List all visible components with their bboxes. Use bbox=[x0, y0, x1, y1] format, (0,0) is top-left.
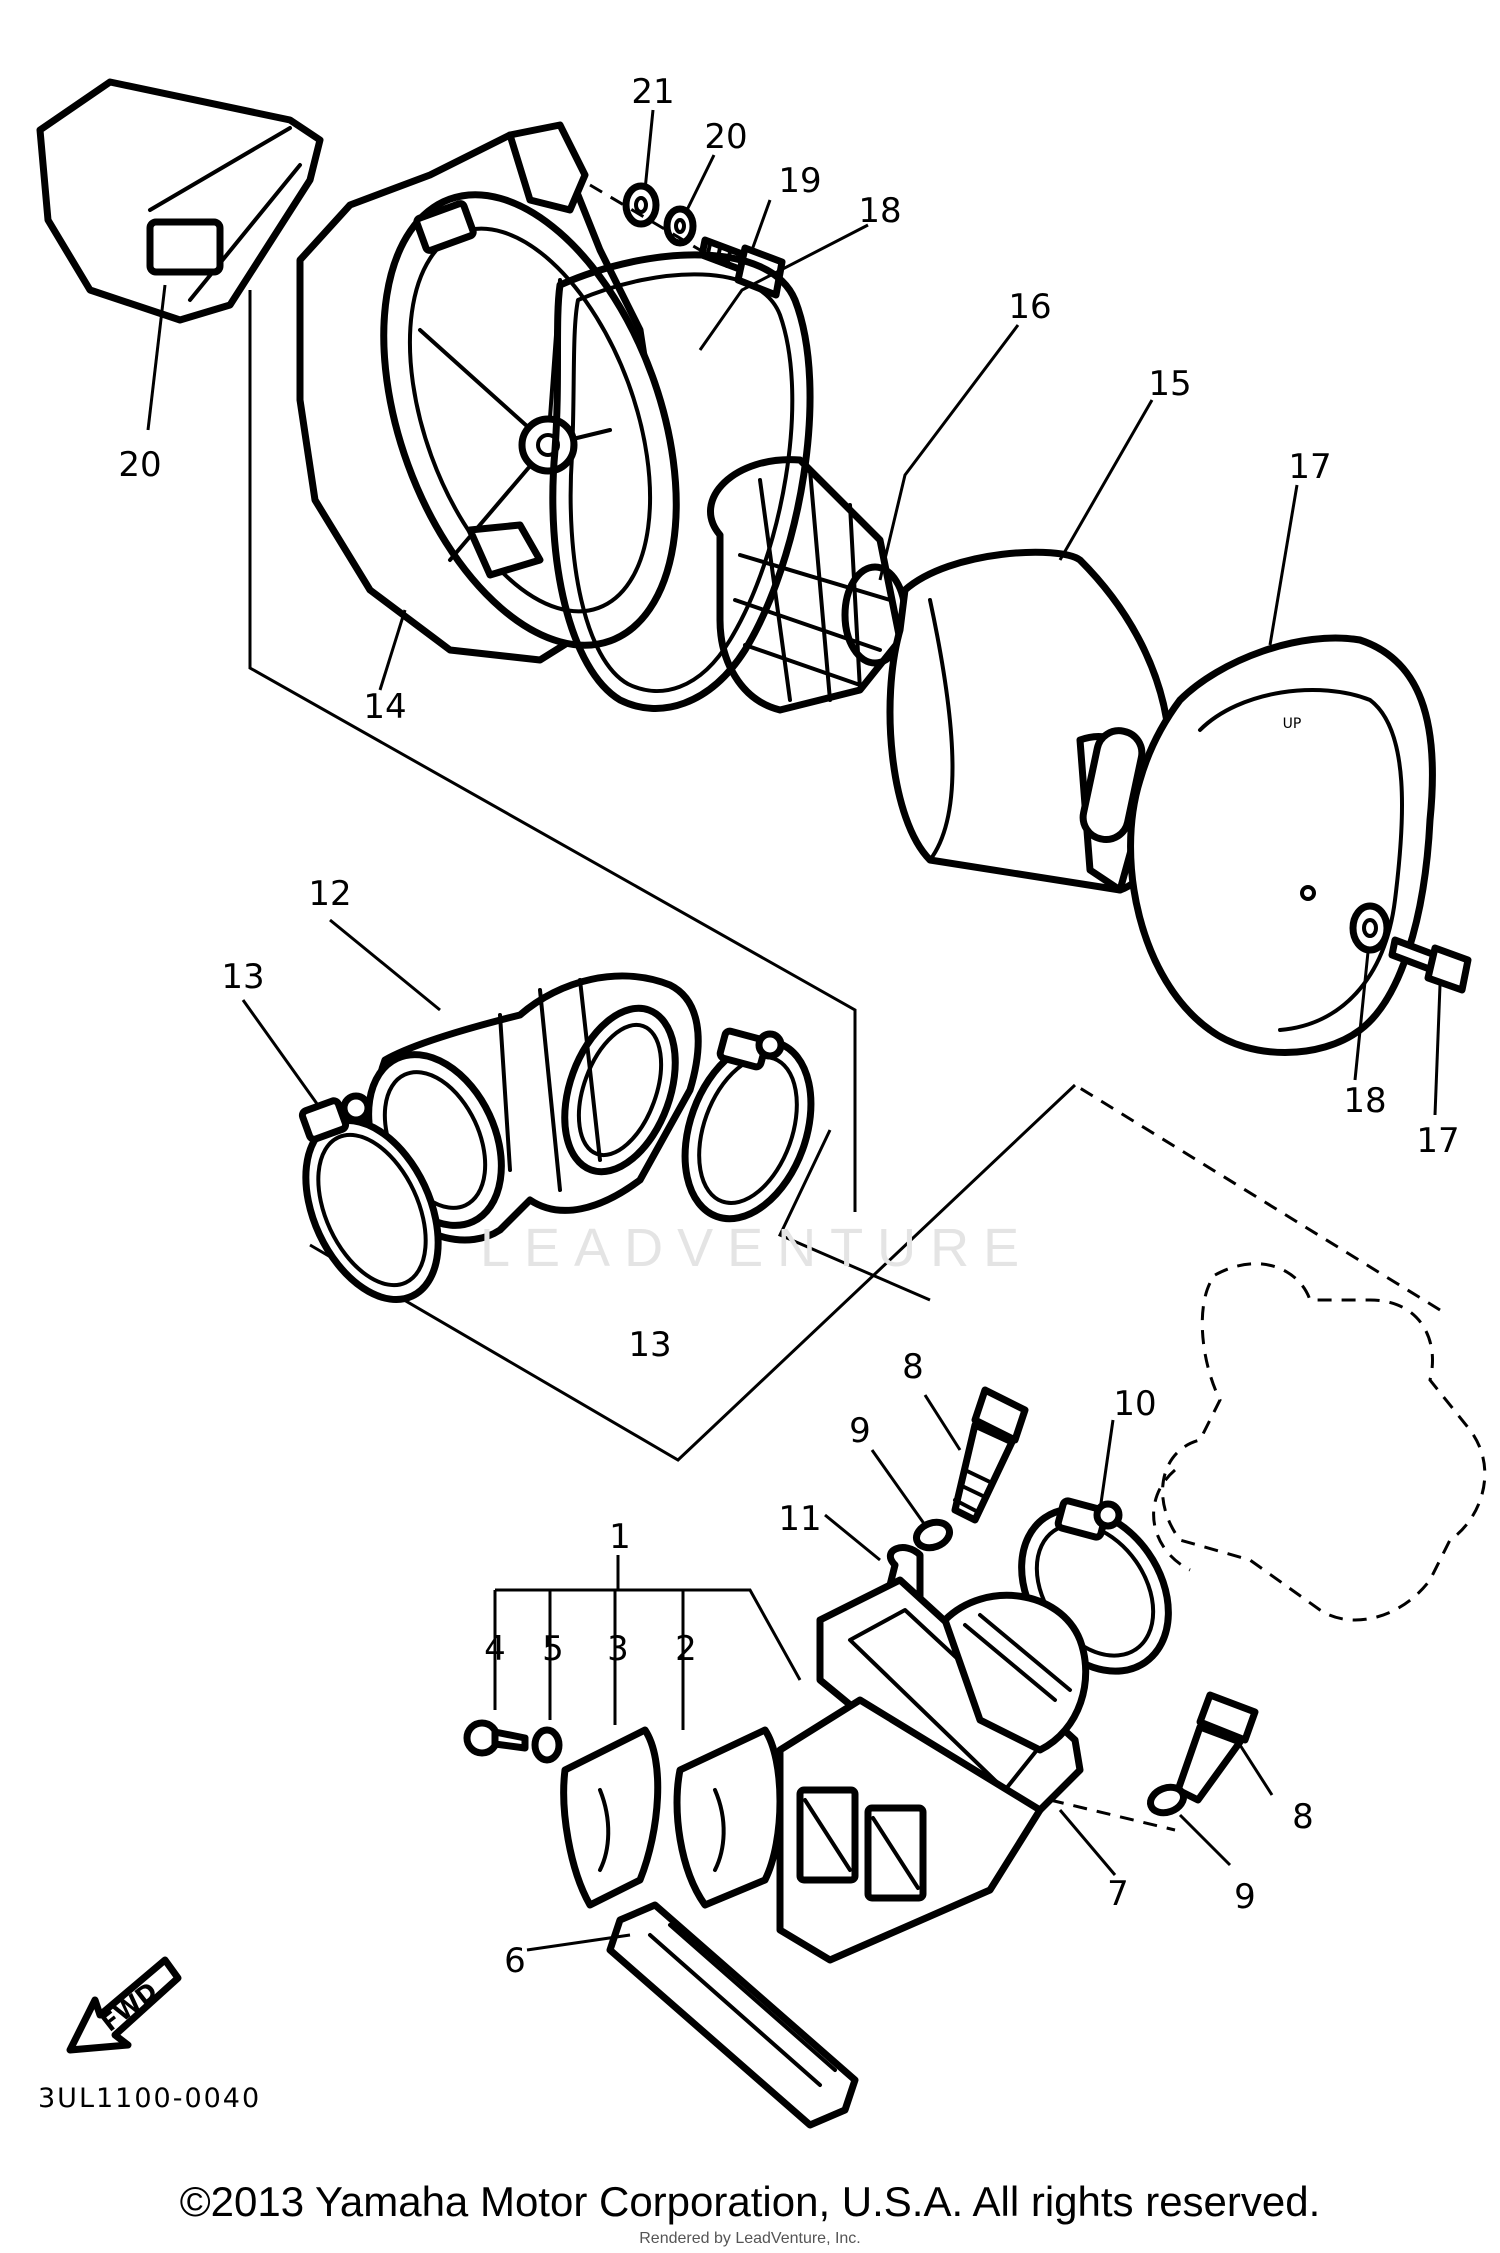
rendered-by-text: Rendered by LeadVenture, Inc. bbox=[639, 2230, 861, 2247]
part-15-filter-element bbox=[886, 548, 1174, 894]
callout-13-left: 13 bbox=[221, 957, 264, 997]
callout-numbers: 21 20 19 18 16 15 17 20 14 12 13 13 18 1… bbox=[118, 72, 1459, 1981]
callout-7: 7 bbox=[1107, 1874, 1129, 1914]
part-22-screw bbox=[698, 236, 786, 299]
part-6-gasket bbox=[606, 1901, 859, 2129]
callout-24: 21 bbox=[631, 72, 674, 112]
callout-19: 16 bbox=[1008, 287, 1051, 327]
part-17-bolt bbox=[1388, 936, 1472, 994]
part-24-washer bbox=[622, 182, 660, 228]
callout-11: 11 bbox=[778, 1499, 821, 1539]
part-13-clamp-right bbox=[681, 1027, 815, 1223]
part-3-reed-stopper bbox=[560, 1726, 662, 1909]
copyright-text: ©2013 Yamaha Motor Corporation, U.S.A. A… bbox=[179, 2178, 1321, 2225]
leader-lines bbox=[146, 109, 1442, 1952]
diagram-code: 3UL1100-0040 bbox=[38, 2083, 262, 2114]
callout-5: 5 bbox=[542, 1629, 564, 1669]
callout-23: 20 bbox=[704, 117, 747, 157]
callout-3: 3 bbox=[607, 1629, 629, 1669]
callout-2: 2 bbox=[675, 1629, 697, 1669]
callout-16: 17 bbox=[1288, 447, 1331, 487]
engine-phantom-outline bbox=[1049, 1083, 1487, 1832]
part-8-bolt-lower bbox=[1174, 1691, 1259, 1804]
part-9-washer-lower bbox=[1147, 1783, 1187, 1817]
upper-assembly-boundary bbox=[248, 290, 1077, 1462]
watermark: LEADVENTURE bbox=[480, 1218, 1034, 1278]
callout-10: 10 bbox=[1113, 1384, 1156, 1424]
part-5-washer bbox=[531, 1726, 563, 1764]
callout-4: 4 bbox=[484, 1629, 506, 1669]
callout-8-upper: 8 bbox=[902, 1347, 924, 1387]
part-16-filter-cover: UP bbox=[1127, 634, 1436, 1056]
part-13-clamp-left bbox=[298, 1092, 442, 1304]
part-19-filter-cage bbox=[707, 456, 909, 714]
callout-18: 18 bbox=[1343, 1081, 1386, 1121]
callout-9-upper: 9 bbox=[849, 1411, 871, 1451]
callout-17: 17 bbox=[1416, 1121, 1459, 1161]
fwd-arrow bbox=[66, 1956, 182, 2054]
callout-8-lower: 8 bbox=[1292, 1797, 1314, 1837]
up-mark: UP bbox=[1283, 716, 1302, 732]
fastener-axis-line bbox=[589, 183, 701, 252]
part-12-intake-joint bbox=[365, 972, 702, 1244]
part-14-filter-case bbox=[296, 121, 680, 664]
part-2-reed-valve bbox=[673, 1726, 784, 1909]
callout-20: 20 bbox=[118, 445, 161, 485]
part-9-washer-upper bbox=[913, 1518, 953, 1552]
callout-6: 6 bbox=[504, 1941, 526, 1981]
callout-1: 1 bbox=[609, 1517, 631, 1557]
callout-15: 15 bbox=[1148, 364, 1191, 404]
part-18-washer bbox=[1349, 902, 1391, 954]
part-20-intake-duct bbox=[36, 78, 324, 324]
part-1-carburetor-joint bbox=[776, 1576, 1090, 1964]
part-8-bolt-upper bbox=[951, 1386, 1029, 1524]
callout-12: 12 bbox=[308, 874, 351, 914]
callout-14: 14 bbox=[363, 687, 406, 727]
callout-21: 18 bbox=[858, 191, 901, 231]
callout-13-lower: 13 bbox=[628, 1325, 671, 1365]
callout-9-lower: 9 bbox=[1234, 1877, 1256, 1917]
callout-22: 19 bbox=[778, 161, 821, 201]
part-4-screw bbox=[463, 1719, 529, 1757]
